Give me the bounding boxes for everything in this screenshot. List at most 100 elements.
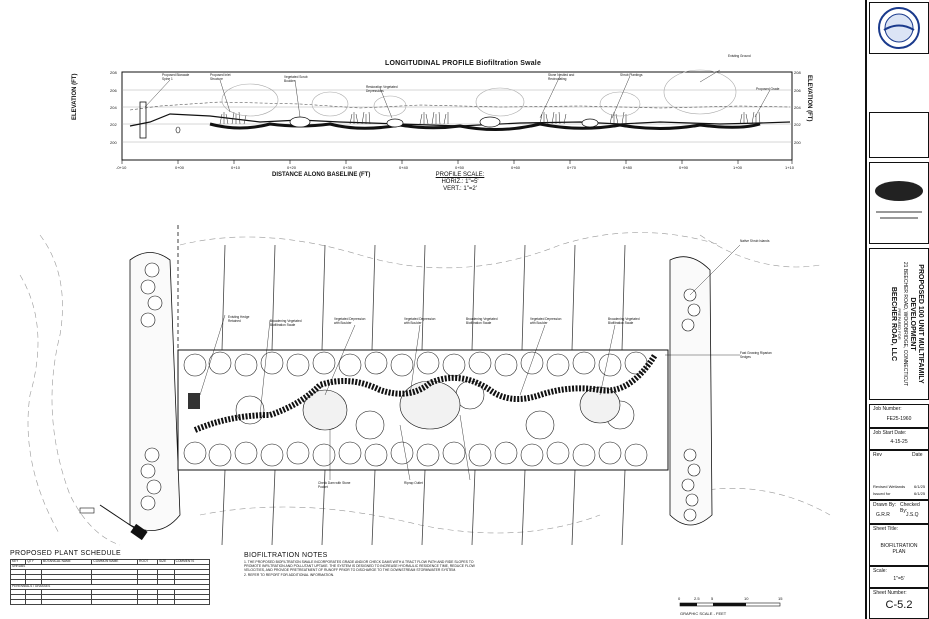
plan-callout: Fast Growing Riparian Sedges [740,351,772,359]
job-start: 4-15-25 [890,439,908,445]
scale-tick: 15 [778,596,783,601]
profile-callout: Proposed Grade [756,87,780,91]
inlet-box [188,393,200,409]
graphic-scale [679,602,781,607]
swale-stone-path [193,353,658,433]
profile-x-ticks [121,160,793,164]
x-tick: 0+10 [231,165,241,170]
inlet-structure [139,101,147,139]
scale-tick: 5 [711,596,714,601]
x-tick: 0+40 [399,165,409,170]
scale-tick: 10 [744,596,749,601]
profile-callout: Stone Nestled and Recirculating [548,73,575,81]
checked-by-label: Checked By: [900,502,920,514]
profile-scale-title: PROFILE SCALE: [435,172,485,178]
parking-stripes [221,244,626,546]
profile-gridlines [122,89,792,143]
sheet-title-label: Sheet Title: [873,526,899,532]
issued-label: Issued for [873,491,891,496]
profile-scale: PROFILE SCALE: HORIZ.: 1"=5' VERT.: 1"=2… [430,172,490,193]
x-tick: 0+50 [455,165,465,170]
plan-leaders [199,244,741,481]
profile-drawing [121,69,793,164]
project-address: 21 BEECHER ROAD, WOODBRIDGE, CONNECTICUT [902,261,908,387]
y-tick-left: 202 [110,122,117,127]
profile-scale-vert: VERT.: 1"=2' [443,186,477,192]
x-axis-label: DISTANCE ALONG BASELINE (FT) [272,172,371,178]
profile-callout: Proposed Bioswale Spine 1 [162,73,190,81]
graphic-scale-label: GRAPHIC SCALE - FEET [680,611,727,616]
y-tick-left: 200 [110,140,117,145]
plan-callout: Riprap Outlet [404,481,423,485]
issued-date: 6/1/25 [914,491,926,496]
y-tick-left: 206 [110,88,117,93]
y-tick-left: 204 [110,105,117,110]
profile-vegetation [219,111,761,125]
x-tick: 0+60 [511,165,521,170]
job-start-box: Job Start Date: 4-15-25 [869,428,929,450]
plant-schedule-title: PROPOSED PLANT SCHEDULE [10,550,122,557]
outlet-structure [130,523,148,541]
profile-callout: Proposed Inlet Structure [210,73,231,81]
job-number-box: Job Number: FE25-1960 [869,404,929,428]
biofiltration-notes: BIOFILTRATION NOTES 1. THE PROPOSED BIOF… [244,552,484,577]
sheet-number-label: Sheet Number: [873,590,907,596]
note-item: 2. REFER TO REPORT FOR ADDITIONAL INFORM… [244,573,335,577]
firm-logo-box [869,162,929,244]
profile-callout: Existing Ground [728,54,751,58]
profile-frame [121,71,793,161]
y-tick-right: 200 [794,140,801,145]
y-tick-right: 204 [794,105,801,110]
job-start-label: Job Start Date: [873,430,907,436]
checked-by: J.S.Q [906,512,919,518]
engineer-seal-box [869,2,929,54]
sheet-number: C-5.2 [885,599,913,611]
project-title-rotated: PROPOSED 100 UNIT MULTIFAMILY DEVELOPMEN… [889,253,924,395]
left-island-shrubs [140,262,163,511]
license-box [869,112,929,158]
plan-callout: Native Shrub Islands [740,239,770,243]
plan-callout: Broadening Vegetated Biofiltration Swale [270,319,302,327]
project-title-box: PROPOSED 100 UNIT MULTIFAMILY DEVELOPMEN… [869,248,929,400]
y-axis-label-right: ELEVATION (FT) [806,75,812,122]
job-number: FE25-1960 [886,416,912,422]
right-planting-island [669,256,713,526]
swale-shrubs [183,351,648,467]
existing-ground-line [129,101,791,111]
proposed-grade-line [129,113,791,127]
profile-scale-horiz: HORIZ.: 1"=5' [441,179,479,185]
sheet-title-box: Sheet Title: BIOFILTRATION PLAN [869,524,929,566]
scale-label: Scale: [873,568,887,574]
plan-callout: Existing Hedge Retained [228,315,250,323]
scale-tick: 2.5 [694,596,700,601]
x-tick: 0+80 [623,165,633,170]
scale-tick: 0 [678,596,681,601]
notes-title: BIOFILTRATION NOTES [244,552,328,559]
rev-label: Rev [873,452,882,458]
plant-schedule: PROPOSED PLANT SCHEDULE KEY QTY BOTANICA… [9,550,230,605]
profile-boulders [289,116,599,128]
profile-shrubs [221,69,737,117]
client-name: BEECHER ROAD, LLC [890,286,897,362]
y-tick-left: 208 [110,70,117,75]
x-tick: 0+90 [679,165,689,170]
revisions-box: Rev Date Revised Wetlands 6/1/25 Issued … [869,450,929,500]
y-axis-label-left: ELEVATION (FT) [72,73,78,120]
plan-callout: Vegetated Depression with Boulder [404,317,436,325]
engineer-seal-logo [878,7,920,49]
profile-title: LONGITUDINAL PROFILE Biofiltration Swale [385,60,542,67]
scale-value: 1"=5' [893,576,905,582]
contour-lines [19,232,831,546]
plan-callout: Broadening Vegetated Biofiltration Swale [466,317,498,325]
profile-callout: Vegetated Scrub Boulder [284,75,308,83]
table-row [9,599,211,605]
profile-leaders [144,69,771,119]
title-block: PROPOSED 100 UNIT MULTIFAMILY DEVELOPMEN… [865,0,929,619]
profile-callout: Shrub Plantings [620,73,643,77]
y-tick-right: 202 [794,122,801,127]
plan-callout: Vegetated Depression with Boulder [334,317,366,325]
date-label: Date [912,452,923,458]
drawn-by: G.R.R [876,512,890,518]
drawn-checked-box: Drawn By: Checked By: G.R.R J.S.Q [869,500,929,524]
